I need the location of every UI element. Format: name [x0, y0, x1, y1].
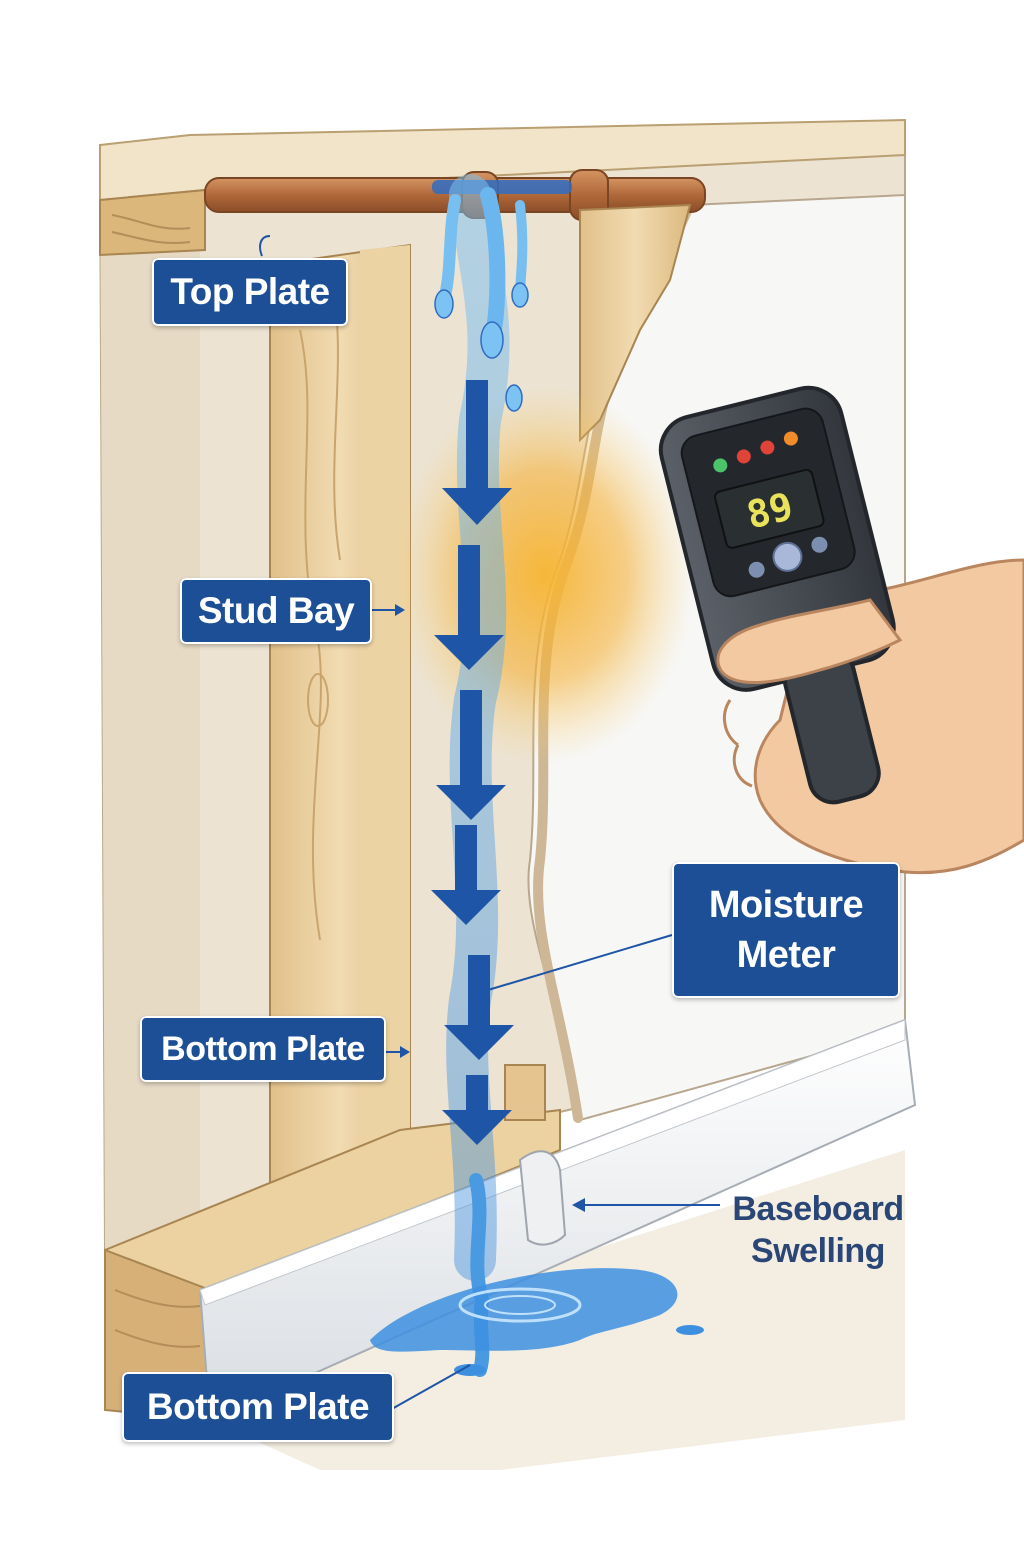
label-moisture-meter-line1: Moisture [708, 884, 864, 926]
flow-arrow [444, 955, 514, 1060]
label-baseboard-line2: Swelling [751, 1232, 885, 1270]
thumb [716, 598, 903, 684]
label-bottom-plate-mid-text: Bottom Plate [161, 1029, 365, 1068]
baseboard [198, 1018, 917, 1422]
flow-arrow [442, 380, 512, 525]
label-bottom-plate-low: Bottom Plate [122, 1372, 394, 1442]
flow-arrow [431, 825, 501, 925]
meter-display [714, 468, 825, 549]
leader-lines [259, 235, 720, 1411]
label-moisture-meter: Moisture Meter [672, 862, 900, 998]
label-stud-bay-text: Stud Bay [197, 590, 355, 631]
leader-top-plate [259, 235, 271, 257]
meter-reading: 89 [742, 484, 797, 538]
flow-arrows [431, 380, 514, 1145]
leader-moisture-meter [487, 934, 673, 991]
flow-arrow [442, 1075, 512, 1145]
label-baseboard-line1: Baseboard [732, 1190, 904, 1228]
label-bottom-plate-low-text: Bottom Plate [146, 1386, 370, 1427]
meter-button-left [748, 561, 765, 578]
indicator-light-orange [783, 431, 798, 446]
water-puddle [370, 1268, 704, 1376]
flow-arrow [436, 690, 506, 820]
label-stud-bay: Stud Bay [180, 578, 372, 644]
flow-arrow [434, 545, 504, 670]
indicator-light-red-1 [736, 449, 751, 464]
label-bottom-plate-mid: Bottom Plate [140, 1016, 386, 1082]
damp-glow-area [395, 385, 695, 765]
left-stud [269, 243, 411, 1237]
label-moisture-meter-line2: Meter [736, 934, 836, 976]
label-baseboard-swelling: Baseboard Swelling [728, 1188, 908, 1272]
leader-arrowheads [395, 604, 585, 1212]
leader-bottom-plate-low [389, 1364, 471, 1411]
label-top-plate-text: Top Plate [170, 271, 330, 312]
indicator-light-red-2 [760, 440, 775, 455]
indicator-light-green [713, 458, 728, 473]
label-top-plate: Top Plate [152, 258, 348, 326]
meter-button-center [772, 541, 803, 572]
meter-button-right [811, 536, 828, 553]
